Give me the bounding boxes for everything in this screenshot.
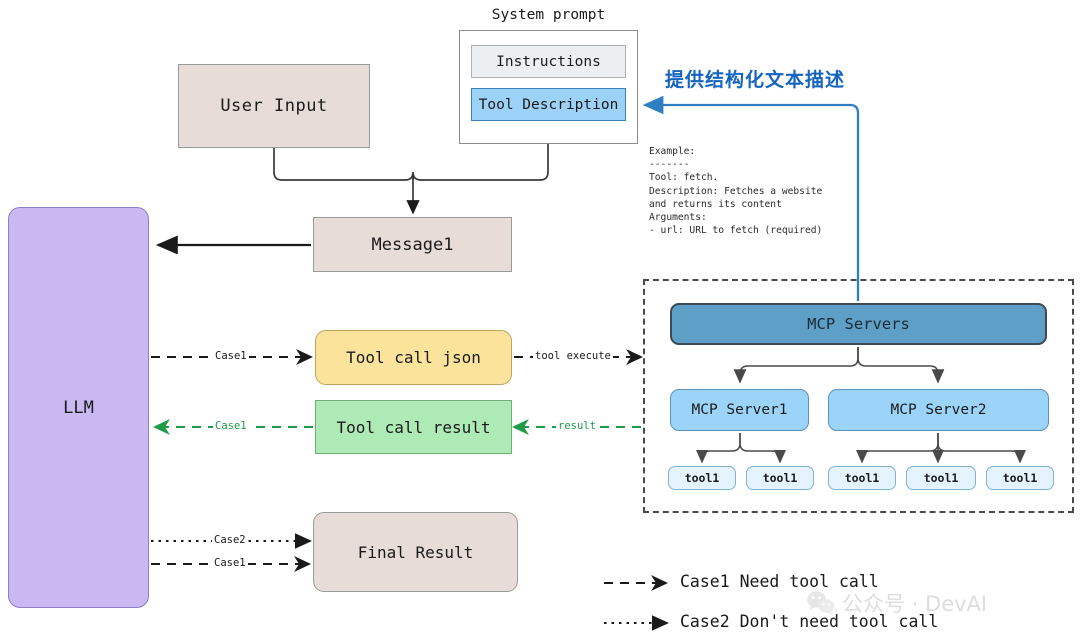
node-tool-description[interactable]: Tool Description (471, 88, 626, 121)
node-tool-s1-b[interactable]: tool1 (746, 466, 814, 490)
edge-label-case1-result: Case1 (213, 420, 249, 432)
system-prompt-title: System prompt (491, 7, 606, 23)
edge-label-result: result (556, 420, 598, 432)
node-tool-s2-a[interactable]: tool1 (828, 466, 896, 490)
node-tool-call-json[interactable]: Tool call json (315, 330, 512, 385)
edge-label-case1-final: Case1 (212, 557, 248, 569)
node-message1[interactable]: Message1 (313, 217, 512, 272)
node-mcp-servers[interactable]: MCP Servers (670, 303, 1047, 345)
mcp-group-boundary (643, 279, 1074, 513)
edge-label-case1-toolcall: Case1 (213, 350, 249, 362)
example-tool-description-text: Example: ------- Tool: fetch. Descriptio… (649, 146, 823, 237)
edge-label-case2-final: Case2 (212, 534, 248, 546)
node-tool-s2-b[interactable]: tool1 (906, 466, 976, 490)
annotation-structured-text: 提供结构化文本描述 (665, 68, 846, 91)
node-mcp-server1[interactable]: MCP Server1 (670, 389, 809, 431)
legend-item-case1: Case1 Need tool call (680, 572, 879, 591)
node-mcp-server2[interactable]: MCP Server2 (828, 389, 1049, 431)
node-instructions[interactable]: Instructions (471, 45, 626, 78)
node-tool-call-result[interactable]: Tool call result (315, 400, 512, 454)
node-tool-s2-c[interactable]: tool1 (986, 466, 1054, 490)
node-llm[interactable]: LLM (8, 207, 149, 608)
node-tool-s1-a[interactable]: tool1 (668, 466, 736, 490)
legend-item-case2: Case2 Don't need tool call (680, 612, 939, 631)
edge-label-tool-execute: tool execute (533, 350, 613, 362)
edge-inputs-to-message1 (273, 144, 549, 215)
node-final-result[interactable]: Final Result (313, 512, 518, 592)
node-user-input[interactable]: User Input (178, 64, 370, 148)
